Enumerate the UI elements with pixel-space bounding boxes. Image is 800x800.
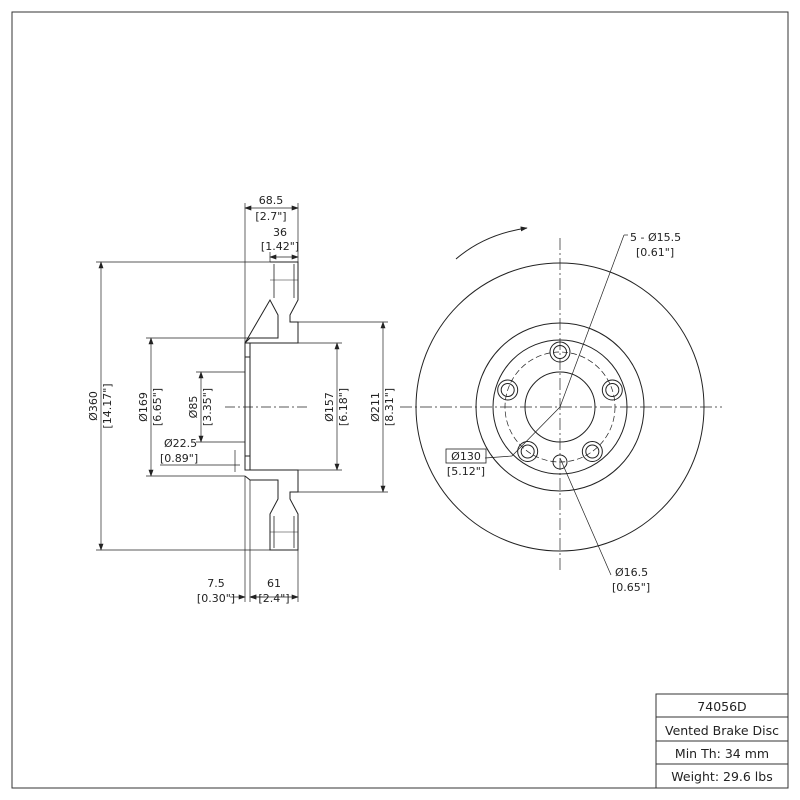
rotation-arrow xyxy=(455,226,528,260)
bolt-hole xyxy=(581,440,603,462)
weight: Weight: 29.6 lbs xyxy=(671,769,772,784)
part-number: 74056D xyxy=(697,699,746,714)
section-outline xyxy=(244,261,299,551)
title-block: 74056D Vented Brake Disc Min Th: 34 mm W… xyxy=(655,693,789,789)
pin-hole-in: [0.65"] xyxy=(612,581,650,594)
side-dimension-labels: 68.5 [2.7"] 36 [1.42"] Ø360 [14.17"] Ø16… xyxy=(87,194,396,605)
bolt-hole-bore xyxy=(520,444,535,459)
min-thickness: Min Th: 34 mm xyxy=(675,746,769,761)
hat-thickness-mm: 7.5 xyxy=(207,577,225,590)
drawing-border xyxy=(11,11,789,789)
bolt-hole-group xyxy=(497,341,623,470)
hat-diameter-mm: Ø169 xyxy=(137,392,150,422)
bolt-hole-bore xyxy=(553,345,567,359)
bolt-holes-mm: 5 - Ø15.5 xyxy=(630,231,681,244)
bolt-hole xyxy=(549,341,571,363)
side-dimension-lines xyxy=(96,203,388,602)
bolt-hole xyxy=(497,379,519,401)
center-bore-in: [3.35"] xyxy=(201,388,214,426)
bolt-hole xyxy=(517,440,539,462)
bolt-hole-bore xyxy=(605,383,620,398)
small-bore-in: [0.89"] xyxy=(160,452,198,465)
bolt-circle-mm: Ø130 xyxy=(451,450,481,463)
hat-height-in: [2.4"] xyxy=(258,592,289,605)
bolt-hole xyxy=(601,379,623,401)
hat-height-mm: 61 xyxy=(267,577,281,590)
inner-diameter-mm: Ø157 xyxy=(323,392,336,422)
center-bore-mm: Ø85 xyxy=(187,396,200,419)
front-leaders xyxy=(484,234,628,576)
pin-hole-mm: Ø16.5 xyxy=(615,566,648,579)
outer-diameter-in: [14.17"] xyxy=(101,383,114,428)
width-friction-in: [1.42"] xyxy=(261,240,299,253)
outer-diameter-mm: Ø360 xyxy=(87,391,100,421)
bolt-hole-bore xyxy=(500,383,515,398)
inner-diameter-in: [6.18"] xyxy=(337,388,350,426)
bolt-circle-box xyxy=(445,448,487,464)
friction-id-mm: Ø211 xyxy=(369,392,382,422)
width-total-in: [2.7"] xyxy=(255,210,286,223)
hat-diameter-in: [6.65"] xyxy=(151,388,164,426)
bolt-circle-in: [5.12"] xyxy=(447,465,485,478)
part-description: Vented Brake Disc xyxy=(665,723,779,738)
small-bore-mm: Ø22.5 xyxy=(164,437,197,450)
front-dimension-labels: 5 - Ø15.5 [0.61"] Ø130 [5.12"] Ø16.5 [0.… xyxy=(445,231,681,594)
width-total-mm: 68.5 xyxy=(259,194,284,207)
front-view xyxy=(400,226,722,572)
side-section-view xyxy=(225,261,308,551)
bolt-hole-bore xyxy=(585,444,600,459)
friction-id-in: [8.31"] xyxy=(383,388,396,426)
hat-thickness-in: [0.30"] xyxy=(197,592,235,605)
pin-hole xyxy=(552,454,568,470)
bolt-holes-in: [0.61"] xyxy=(636,246,674,259)
width-friction-mm: 36 xyxy=(273,226,287,239)
